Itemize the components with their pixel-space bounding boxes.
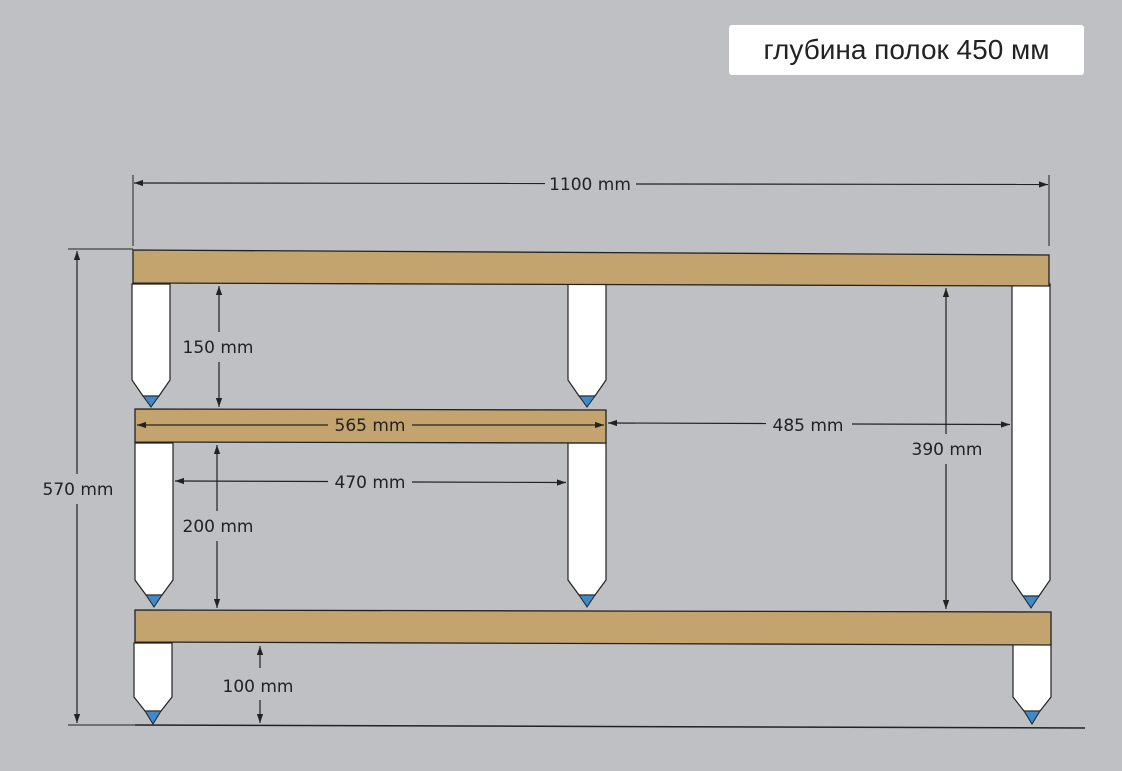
shelf-depth-note: глубина полок 450 мм — [729, 25, 1084, 75]
label-floor-clearance: 100 mm — [223, 677, 294, 697]
leg-bottom-right — [1012, 642, 1052, 725]
label-middle-inner-span: 470 mm — [335, 473, 406, 493]
shelf-middle — [134, 408, 607, 444]
dim-line-middle-inner — [411, 479, 567, 486]
label-gap-top: 150 mm — [183, 338, 254, 358]
dim-line-right-span — [607, 419, 767, 427]
shelf-bottom — [134, 609, 1052, 646]
leg-top-left — [131, 283, 171, 408]
dim-line-right-span — [851, 421, 1011, 428]
dim-line-middle-inner — [174, 477, 329, 485]
leg-top-center — [567, 283, 607, 408]
label-right-height: 390 mm — [912, 440, 983, 460]
dim-line-total-width — [635, 181, 1049, 188]
label-total-height: 570 mm — [43, 480, 114, 500]
leg-middle-center — [567, 442, 607, 608]
label-gap-middle: 200 mm — [183, 517, 254, 537]
leg-middle-left — [134, 442, 174, 608]
leg-right-tall — [1011, 283, 1051, 609]
floor-line — [134, 724, 1086, 729]
shelf-top — [132, 249, 1050, 287]
label-total-width: 1100 mm — [549, 175, 631, 195]
label-right-span: 485 mm — [773, 416, 844, 436]
label-middle-shelf-width: 565 mm — [335, 416, 406, 436]
leg-bottom-left — [133, 642, 173, 725]
dim-line-total-width — [133, 179, 546, 187]
